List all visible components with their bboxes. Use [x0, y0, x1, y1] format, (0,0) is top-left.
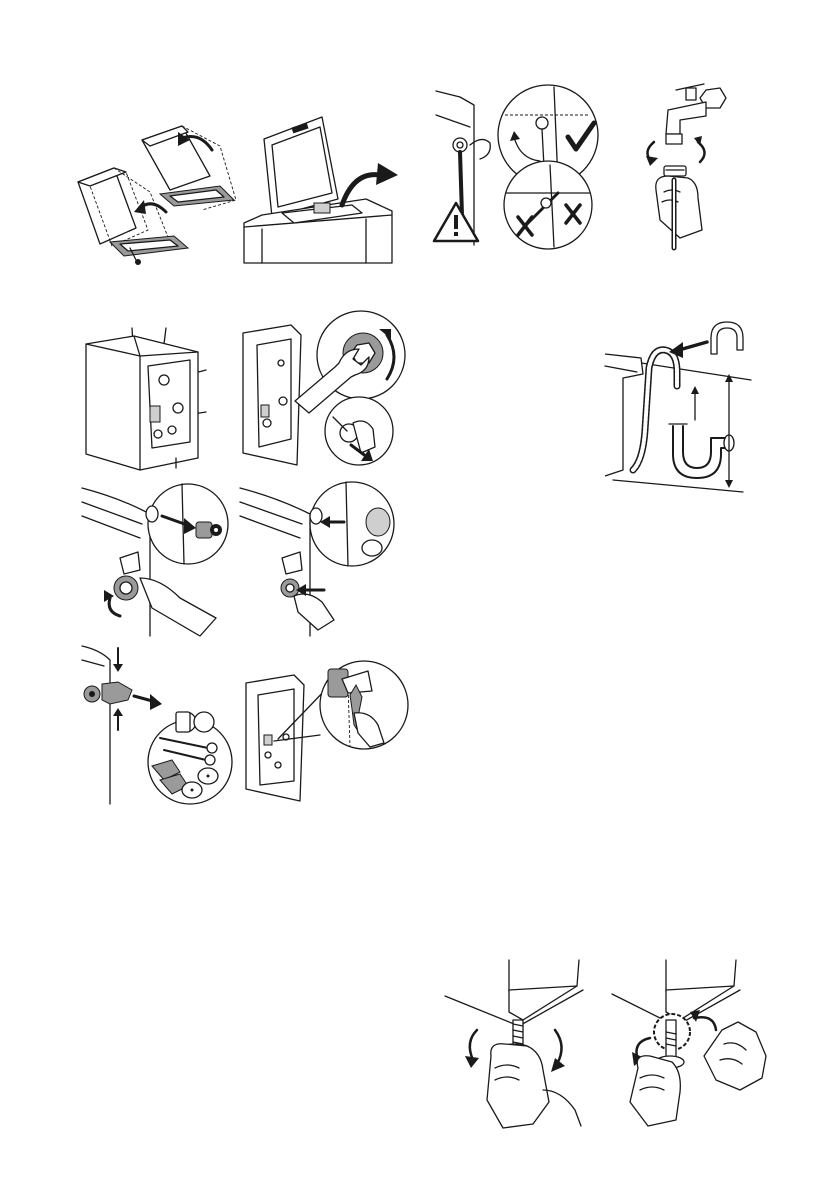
illustration-insert-plastic-caps	[238, 478, 403, 638]
lid-open-icon	[242, 115, 402, 265]
illustration-tilt-machine-remove-base	[70, 120, 240, 270]
machine-rear-icon	[80, 322, 220, 472]
illustration-open-lid-remove-packaging	[242, 115, 402, 265]
spacer-icon	[80, 478, 230, 638]
illustration-lock-foot-nut	[612, 960, 772, 1130]
tool-icon	[238, 655, 408, 805]
illustration-remove-bolt-parts	[80, 640, 232, 805]
illustration-screw-hose-onto-tap	[640, 80, 740, 250]
foot-adjust-icon	[443, 960, 593, 1130]
machine-tilt-icon	[70, 120, 240, 270]
illustration-store-tool	[238, 655, 408, 805]
illustration-remove-spacer	[80, 478, 230, 638]
illustration-drain-hose-height	[603, 320, 753, 495]
warning-icon	[434, 203, 478, 241]
illustration-inlet-hose-connection	[430, 75, 620, 250]
cap-icon	[238, 478, 403, 638]
illustration-adjust-foot-height	[443, 960, 593, 1130]
wrench-icon	[235, 305, 405, 470]
illustration-rear-transit-bolts	[80, 322, 220, 472]
hose-connection-icon	[430, 75, 620, 250]
illustration-unscrew-bolts-wrench	[235, 305, 405, 470]
foot-lock-icon	[612, 960, 772, 1130]
drain-hose-icon	[603, 320, 753, 495]
tap-icon	[640, 80, 740, 250]
bolt-parts-icon	[80, 640, 232, 805]
